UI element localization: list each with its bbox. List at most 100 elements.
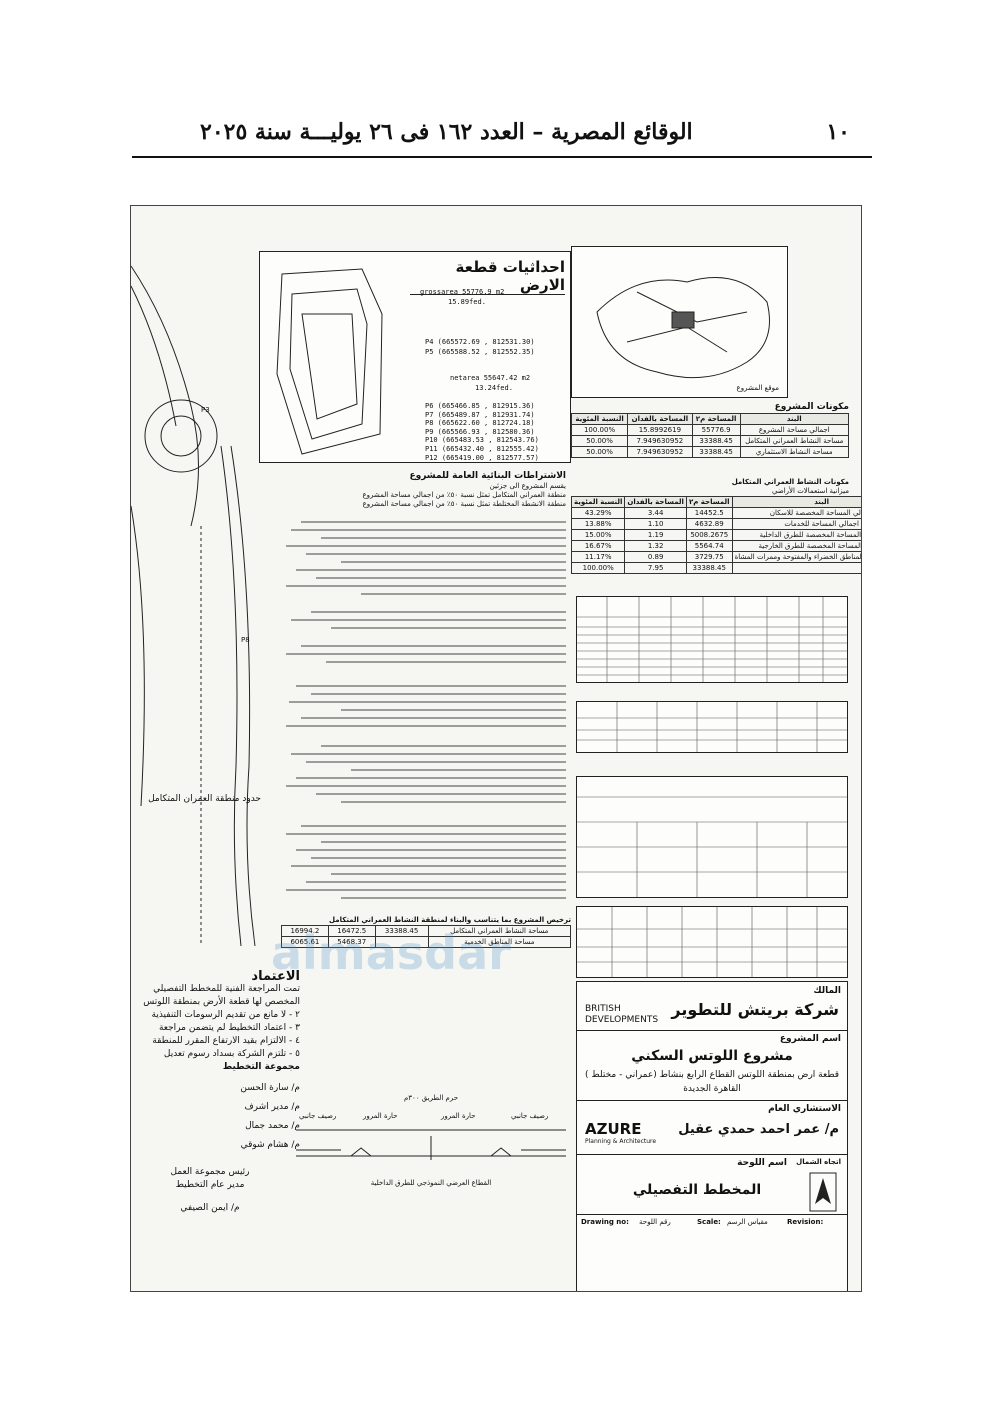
cell: 16472.5 [327, 925, 376, 937]
section-label: حرم الطريق ٣٠٠م [403, 1094, 459, 1102]
approval-head-title: مدير عام التخطيط [175, 1180, 245, 1190]
consultant-label: الاستشاري العام [768, 1104, 841, 1114]
cell: 1.10 [624, 518, 687, 530]
section-label-part: حارة المرور [363, 1112, 398, 1120]
scale-label: Scale: [697, 1218, 721, 1226]
section-label-part: حارة المرور [441, 1112, 476, 1120]
grid-lines [577, 796, 847, 897]
cell: مساحة النشاط العمراني المتكامل [739, 435, 850, 447]
cell: 7.949630952 [627, 446, 693, 458]
p3-label: P3 [201, 406, 210, 414]
cell: 33388.45 [374, 925, 429, 937]
company-name-ar: شركة بريتش للتطوير [671, 1000, 839, 1019]
cell: 33388.45 [691, 446, 741, 458]
approval-line: ٥ - تلتزم الشركة بسداد رسوم تعديل [163, 1049, 300, 1059]
notes-heading: الاشتراطات البنائية العامة للمشروع [409, 471, 566, 481]
building-program-grid [576, 596, 848, 683]
col-header: البند [731, 496, 861, 508]
components-block: مكونات المشروع البند المساحة م٢ المساحة … [570, 402, 850, 458]
cell: اجمالي المساحة المخصصة للطرق الخارجية [731, 540, 861, 552]
col-header: النسبة المئوية [570, 496, 626, 508]
col-header: المساحة بالفدان [624, 496, 687, 508]
cell: اجمالي المساحة للخدمات [731, 518, 861, 530]
owner-label: المالك [813, 986, 841, 996]
project-city: القاهرة الجديدة [683, 1084, 741, 1094]
table-header: البند المساحة م٢ المساحة بالفدان النسبة … [570, 496, 861, 508]
drawing-no-label: Drawing no: [581, 1218, 629, 1226]
cell: مساحة المناطق الخدمية [427, 936, 572, 948]
sheet-label: اسم اللوحة [737, 1158, 787, 1168]
cell: 100.00% [570, 562, 626, 574]
gazette-title: الوقائع المصرية – العدد ١٦٢ فى ٢٦ يوليــ… [200, 119, 693, 145]
table-row: مساحة المناطق الخدمية 5468.37 6065.61 [281, 936, 572, 948]
land-use-subtitle: ميزانية استعمالات الأراضي [771, 487, 849, 495]
signature-line: م/ مدير اشرف [244, 1102, 300, 1112]
table-row: مساحة النشاط العمراني المتكامل 33388.45 … [281, 925, 572, 937]
company-en-line: BRITISH [585, 1004, 621, 1014]
cell: 43.29% [570, 507, 626, 519]
coord-row: P8 (665622.60 , 812724.18) [425, 419, 535, 428]
col-header: النسبة المئوية [570, 413, 629, 425]
col-header: المساحة بالفدان [627, 413, 693, 425]
project-desc: قطعة ارض بمنطقة اللوتس القطاع الرابع بنش… [584, 1070, 840, 1080]
gross-area: grossarea 55776.9 m2 [420, 288, 505, 296]
approval-block: الاعتماد تمت المراجعة الفنية للمخطط التف… [120, 970, 300, 1215]
coord-p4: P4 (665572.69 , 812531.30) [425, 338, 535, 346]
road-section: حرم الطريق ٣٠٠م رصيف جانبي حارة المرور ح… [291, 1094, 571, 1194]
sheet-name: المخطط التفصيلي [632, 1182, 762, 1198]
table-row: 33388.45 7.95 100.00% [570, 562, 861, 574]
cell: 55776.9 [691, 424, 741, 436]
coord-row: P6 (665466.85 , 812915.36) [425, 402, 535, 410]
services-table [576, 701, 848, 753]
services-summary-table [576, 906, 848, 978]
grid-lines [577, 597, 847, 682]
note-line: منطقة العمراني المتكامل تمثل نسبة ٥٠٪ من… [362, 491, 566, 499]
cell: 1.32 [624, 540, 687, 552]
cell: 16994.2 [281, 925, 329, 937]
cell: 7.95 [624, 562, 687, 574]
coord-row: P11 (665432.40 , 812555.42) [425, 444, 539, 453]
consultant-brand: AZURE [585, 1120, 642, 1138]
section-drawing [296, 1129, 566, 1160]
table-row: اجمالي مساحة المشروع 55776.9 15.8992619 … [570, 424, 850, 436]
gross-fed: 15.89fed. [448, 298, 486, 306]
cell [731, 562, 861, 574]
cell: 33388.45 [685, 562, 733, 574]
cell: 3729.75 [685, 551, 733, 563]
col-header: المساحة م٢ [685, 496, 733, 508]
p8-label: P8 [241, 636, 250, 644]
table-header: البند المساحة م٢ المساحة بالفدان النسبة … [570, 413, 850, 425]
coordinate-list: P6 (665466.85 , 812915.36) P7 (665489.87… [425, 402, 539, 462]
approval-head: رئيس مجموعة العمل [170, 1167, 250, 1177]
land-use-title: مكونات النشاط العمراني المتكامل [731, 478, 849, 486]
note-line: يقسم المشروع الى جزئين [489, 482, 566, 490]
cell: 33388.45 [691, 435, 741, 447]
signature-line: م/ هشام شوقي [240, 1140, 300, 1150]
cell: 5564.74 [685, 540, 733, 552]
cell: مساحة النشاط العمراني المتكامل [427, 925, 572, 937]
cell: 13.88% [570, 518, 626, 530]
coord-row: P7 (665489.87 , 812931.74) [425, 410, 535, 419]
page-header: ١٠ الوقائع المصرية – العدد ١٦٢ فى ٢٦ يول… [200, 112, 850, 152]
project-name: مشروع اللوتس السكني [631, 1048, 793, 1064]
components-title: مكونات المشروع [774, 402, 849, 412]
drawing-no-ar: رقم اللوحة [639, 1218, 671, 1226]
cell: اجمالي مساحة المشروع [739, 424, 850, 436]
approval-final: م/ ايمن الصيفي [180, 1203, 240, 1213]
col-header: المساحة م٢ [691, 413, 741, 425]
consultant-sub: Planning & Architecture [585, 1138, 657, 1145]
cell: اجمالي مساحة المناطق الخضراء والمفتوحة و… [731, 551, 861, 563]
cell: 5008.2675 [685, 529, 733, 541]
consultant-name: م/ عمر احمد حمدي عقيل [678, 1122, 839, 1137]
investment-table [576, 776, 848, 898]
cell: 5468.37 [327, 936, 376, 948]
cell: 7.949630952 [627, 435, 693, 447]
section-label-part: رصيف جانبي [299, 1112, 337, 1120]
signature-line: م/ سارة الحسن [240, 1083, 300, 1093]
note-line: منطقة الانشطة المختلطة تمثل نسبة ٥٠٪ من … [362, 500, 566, 508]
cell: 1.19 [624, 529, 687, 541]
cell: 3.44 [624, 507, 687, 519]
col-header: البند [739, 413, 850, 425]
notes-column: الاشتراطات البنائية العامة للمشروع يقسم … [281, 471, 566, 509]
cell: 100.00% [570, 424, 629, 436]
